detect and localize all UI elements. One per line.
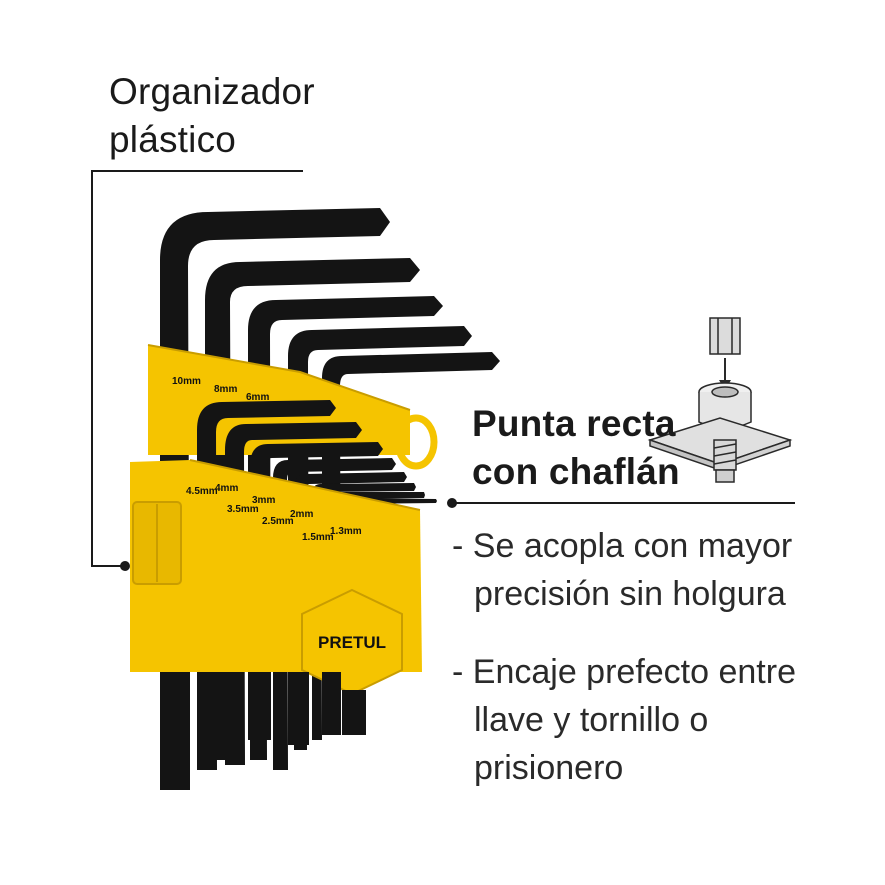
size-label-2.5mm: 2.5mm (262, 516, 294, 527)
size-label-10mm: 10mm (172, 376, 201, 387)
size-label-4.5mm: 4.5mm (186, 486, 218, 497)
bullet-1-line1: Se acopla con mayor (472, 527, 793, 565)
bullet-2-line1: Encaje prefecto entre (472, 653, 796, 691)
size-label-8mm: 8mm (214, 384, 237, 395)
organizer-leader-dot (120, 561, 130, 571)
wrench-4mm (225, 422, 362, 765)
size-label-6mm: 6mm (246, 392, 269, 403)
tip-callout-line1: Punta recta (472, 403, 676, 444)
size-label-2mm: 2mm (290, 509, 313, 520)
bullet-1-line2: precisión sin holgura (474, 575, 786, 613)
size-label-1.5mm: 1.5mm (302, 532, 334, 543)
organizer-callout: Organizador plástico (109, 68, 315, 164)
wrench-10mm-end (160, 672, 190, 790)
bullet-1: - Se acopla con mayor precisión sin holg… (452, 522, 792, 618)
bullet-2: - Encaje prefecto entre llave y tornillo… (452, 648, 796, 792)
organizer-callout-line2: plástico (109, 119, 237, 160)
bullet-1-dash: - (452, 527, 464, 565)
tip-callout: Punta recta con chaflán (472, 400, 680, 496)
brand-logo: PRETUL (318, 633, 386, 652)
tip-callout-line2: con chaflán (472, 451, 680, 492)
size-label-1.3mm: 1.3mm (330, 526, 362, 537)
size-label-3.5mm: 3.5mm (227, 504, 259, 515)
bullet-2-line2: llave y tornillo o (474, 701, 709, 739)
holder-ring (394, 414, 438, 470)
organizer-callout-line1: Organizador (109, 71, 315, 112)
organizer-leader-line (91, 170, 303, 567)
size-label-4mm: 4mm (215, 483, 238, 494)
bullet-2-dash: - (452, 653, 464, 691)
size-label-3mm: 3mm (252, 495, 275, 506)
tip-leader-dot (447, 498, 457, 508)
bullet-2-line3: prisionero (474, 749, 624, 787)
